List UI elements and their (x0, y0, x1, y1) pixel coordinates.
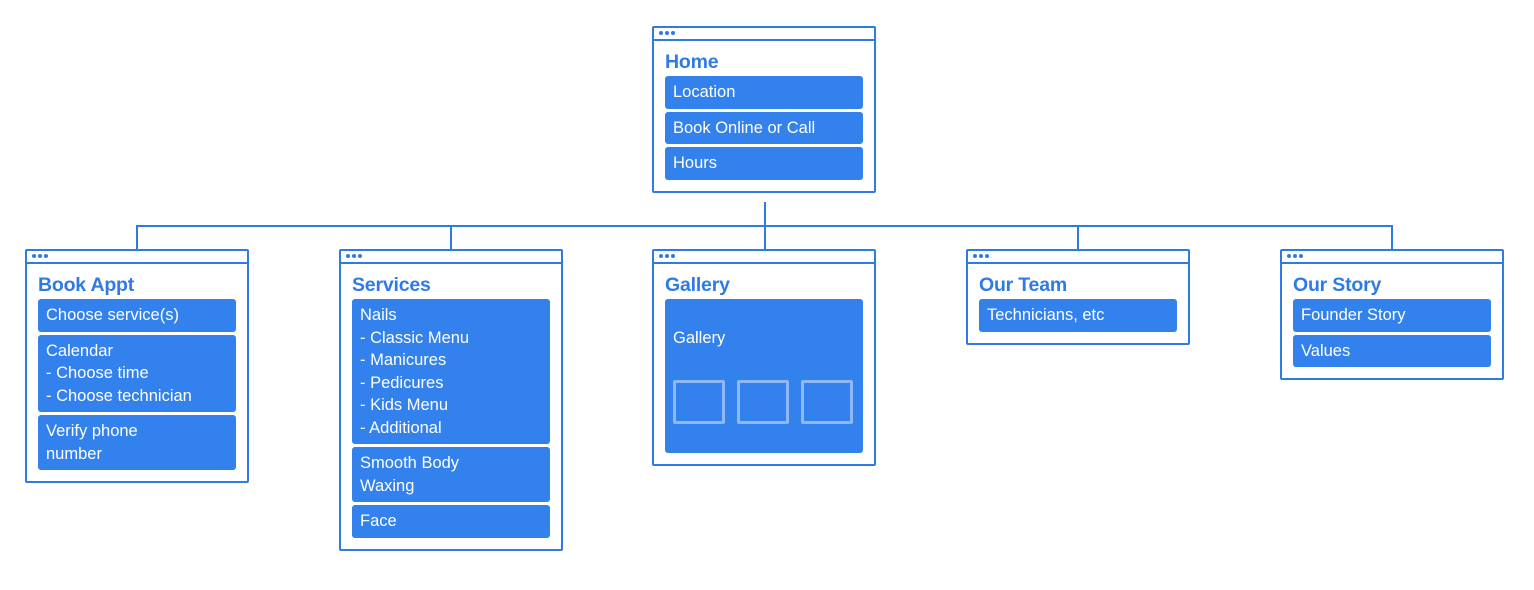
page-title: Book Appt (38, 274, 135, 296)
section-choose-services: Choose service(s) (38, 299, 236, 332)
window-dot-icon (979, 254, 983, 258)
section-location: Location (665, 76, 863, 109)
section-gallery-label: Gallery (673, 328, 726, 347)
page-card-book-appt: Book Appt Choose service(s) Calendar - C… (25, 249, 249, 483)
section-list: Gallery (654, 299, 874, 464)
window-bar (1282, 251, 1502, 264)
connector-book-appt (136, 225, 138, 250)
window-dot-icon (671, 31, 675, 35)
page-title: Home (665, 51, 719, 73)
image-placeholder-icon (673, 379, 725, 424)
page-title: Our Story (1293, 274, 1382, 296)
section-list: Founder Story Values (1282, 299, 1502, 378)
section-list: Choose service(s) Calendar - Choose time… (27, 299, 247, 481)
window-bar (968, 251, 1188, 264)
window-bar (654, 28, 874, 41)
page-card-gallery: Gallery Gallery (652, 249, 876, 466)
section-nails: Nails - Classic Menu - Manicures - Pedic… (352, 299, 550, 444)
section-list: Technicians, etc (968, 299, 1188, 343)
window-dot-icon (44, 254, 48, 258)
window-dot-icon (985, 254, 989, 258)
window-bar (27, 251, 247, 264)
window-dot-icon (671, 254, 675, 258)
page-card-our-team: Our Team Technicians, etc (966, 249, 1190, 345)
section-book-online-or-call: Book Online or Call (665, 111, 863, 144)
image-placeholder-icon (801, 379, 853, 424)
page-card-services: Services Nails - Classic Menu - Manicure… (339, 249, 563, 551)
window-dot-icon (32, 254, 36, 258)
window-dot-icon (973, 254, 977, 258)
section-gallery: Gallery (665, 299, 863, 453)
connector-services (450, 225, 452, 250)
section-founder-story: Founder Story (1293, 299, 1491, 332)
section-list: Nails - Classic Menu - Manicures - Pedic… (341, 299, 561, 549)
connector-home-trunk (764, 202, 766, 226)
connector-our-story (1391, 225, 1393, 250)
image-placeholder-icon (737, 379, 789, 424)
window-dot-icon (665, 254, 669, 258)
window-dot-icon (1293, 254, 1297, 258)
window-dot-icon (358, 254, 362, 258)
section-technicians: Technicians, etc (979, 299, 1177, 332)
section-list: Location Book Online or Call Hours (654, 76, 874, 191)
section-calendar: Calendar - Choose time - Choose technici… (38, 334, 236, 412)
connector-gallery (764, 225, 766, 250)
window-dot-icon (659, 254, 663, 258)
window-dot-icon (1287, 254, 1291, 258)
page-title: Gallery (665, 274, 730, 296)
page-title: Our Team (979, 274, 1067, 296)
window-bar (341, 251, 561, 264)
window-dot-icon (38, 254, 42, 258)
gallery-thumbnails (673, 379, 855, 426)
page-card-home: Home Location Book Online or Call Hours (652, 26, 876, 193)
window-dot-icon (346, 254, 350, 258)
window-dot-icon (659, 31, 663, 35)
page-title: Services (352, 274, 431, 296)
window-dot-icon (352, 254, 356, 258)
section-smooth-body-waxing: Smooth Body Waxing (352, 447, 550, 502)
section-values: Values (1293, 334, 1491, 367)
section-face: Face (352, 505, 550, 538)
window-dot-icon (665, 31, 669, 35)
section-verify-phone: Verify phone number (38, 415, 236, 470)
section-hours: Hours (665, 147, 863, 180)
connector-our-team (1077, 225, 1079, 250)
window-bar (654, 251, 874, 264)
window-dot-icon (1299, 254, 1303, 258)
page-card-our-story: Our Story Founder Story Values (1280, 249, 1504, 380)
